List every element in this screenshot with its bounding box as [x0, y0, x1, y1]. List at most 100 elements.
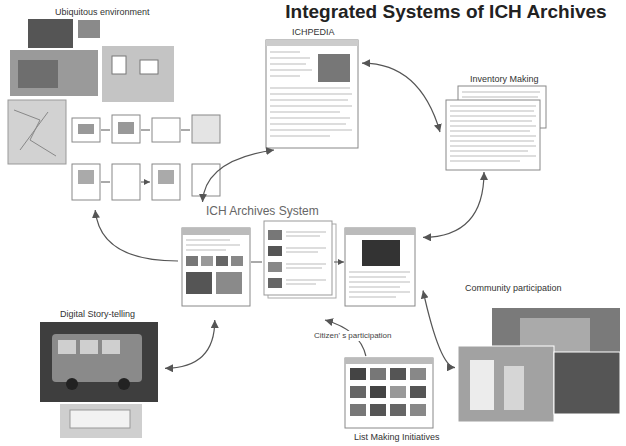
bus-wheel [66, 378, 78, 390]
figure [504, 366, 524, 410]
bus-wheel [118, 378, 130, 390]
connector-arrow [203, 150, 275, 202]
figure [470, 360, 494, 410]
node-label: List Making Initiatives [354, 432, 440, 443]
screen-image [158, 170, 174, 184]
sheet [446, 100, 540, 170]
thumbnail [350, 368, 366, 380]
thumbnail [268, 262, 282, 272]
photo [28, 19, 73, 48]
video-frame [362, 240, 400, 266]
text-lines [462, 92, 540, 97]
phone-screen [72, 164, 100, 200]
photo [78, 20, 100, 38]
small-arrow [101, 130, 190, 182]
node-label: Ubiquitous environment [55, 7, 150, 18]
screen-header [182, 228, 250, 235]
thumbnail [350, 404, 366, 416]
phone-screen [152, 164, 180, 200]
node-label: ICH Archives System [206, 204, 319, 218]
photo-collage [458, 308, 620, 422]
thumbnail [186, 256, 198, 266]
photo [554, 352, 620, 414]
connector-arrow [423, 291, 455, 368]
screenshot [266, 40, 358, 148]
screen-frame [264, 221, 332, 295]
photo-item [70, 410, 130, 428]
node-label: Community participation [465, 283, 562, 294]
connector-arrow [95, 210, 178, 261]
thumbnail [268, 230, 282, 240]
bus-photo [40, 322, 158, 438]
frame [112, 56, 126, 74]
screen-frame [182, 228, 250, 306]
node-label: Digital Story-telling [60, 309, 135, 320]
thumbnail [390, 404, 406, 416]
photo [60, 404, 142, 438]
screen-frame [345, 358, 433, 428]
screenshot-box: ICHPEDIA [262, 26, 362, 150]
thumbnail [268, 246, 282, 256]
archive-screens [182, 221, 415, 306]
photo [458, 346, 554, 422]
text-lines [270, 52, 352, 136]
screen-image [118, 122, 134, 134]
bus-window [80, 340, 98, 354]
small-arrow [251, 262, 344, 263]
phone-screen [152, 118, 180, 142]
phone-screen [112, 115, 140, 143]
map-road [14, 110, 56, 156]
text-lines [286, 232, 326, 284]
photo [102, 46, 174, 102]
phone-screen [192, 115, 220, 143]
phone-screen [72, 118, 100, 142]
edge-label: Citizen' s participation [312, 331, 394, 341]
thumbnail [370, 404, 386, 416]
thumbnail [268, 278, 282, 288]
system-group: ICH Archives System [178, 202, 423, 320]
screen-image [318, 54, 350, 82]
text-lines [186, 240, 240, 250]
diagram-title: Integrated Systems of ICH Archives [285, 1, 606, 23]
map [8, 100, 66, 164]
photo-box: Digital Story-telling [35, 308, 165, 442]
thumbnail [186, 272, 212, 294]
frame [140, 60, 158, 74]
thumbnail [201, 256, 213, 266]
thumbnail [370, 368, 386, 380]
document-box: Inventory Making [440, 72, 550, 172]
text-lines [450, 106, 536, 161]
text-lines [349, 272, 410, 297]
screen-frame [266, 40, 358, 148]
thumbnail [390, 368, 406, 380]
thumbnail [216, 256, 228, 266]
phone-screen [112, 164, 140, 200]
bus-body [52, 334, 142, 382]
thumbnail [370, 386, 386, 398]
screen-header [345, 228, 415, 235]
thumbnail [410, 368, 426, 380]
screen-image [78, 170, 94, 184]
connector-arrow [165, 320, 215, 368]
photo-collage [8, 19, 220, 200]
thumbnail [410, 386, 426, 398]
screen-image [78, 124, 94, 134]
collage-group: Ubiquitous environment [8, 5, 226, 210]
photo [10, 50, 98, 96]
node-label: ICHPEDIA [292, 27, 335, 38]
screenshot [345, 358, 433, 428]
phone-screen [192, 164, 220, 196]
screen-header [266, 40, 358, 46]
screen-header [345, 358, 433, 364]
bus-window [102, 340, 120, 354]
bus-window [58, 340, 76, 354]
photo-group: Community participation [455, 280, 623, 426]
screenshot-box: List Making Initiatives [340, 356, 444, 444]
thumbnail [390, 386, 406, 398]
thumbnail [216, 272, 242, 294]
documents [446, 86, 546, 170]
connector-arrow [423, 172, 484, 237]
